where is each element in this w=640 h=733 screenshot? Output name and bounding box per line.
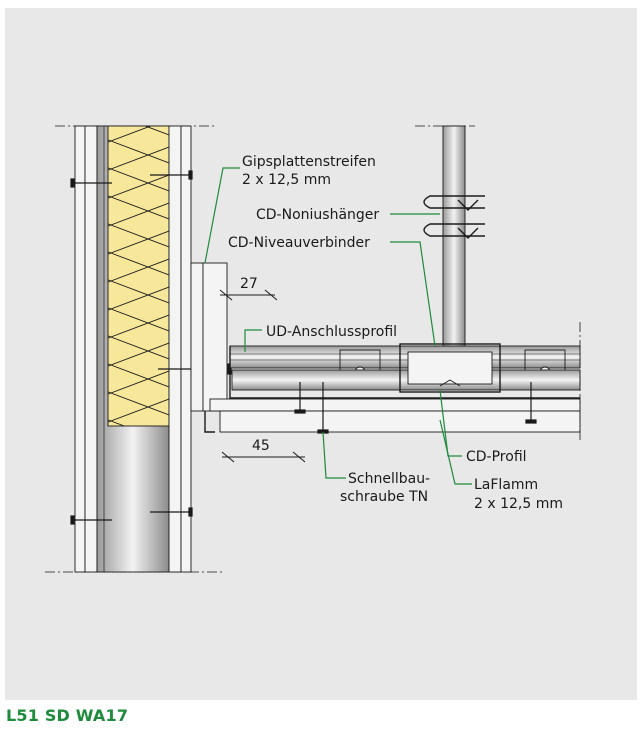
label-schnell-1: Schnellbau-	[348, 471, 430, 487]
drawing-code: L51 SD WA17	[6, 706, 129, 725]
label-gipsstreifen-2: 2 x 12,5 mm	[242, 172, 331, 188]
leader-lines	[204, 167, 472, 485]
label-niveau: CD-Niveauverbinder	[228, 235, 370, 251]
label-laflamm-2: 2 x 12,5 mm	[474, 496, 563, 512]
label-schnell-2: schraube TN	[340, 489, 428, 505]
label-dim27: 27	[240, 276, 258, 292]
label-dim45: 45	[252, 438, 270, 454]
label-ud: UD-Anschlussprofil	[266, 324, 397, 340]
wall-section	[45, 125, 232, 573]
label-laflamm-1: LaFlamm	[474, 477, 538, 493]
label-gipsstreifen-1: Gipsplattenstreifen	[242, 154, 376, 170]
label-nonius: CD-Noniushänger	[256, 207, 379, 223]
dimensions	[219, 289, 306, 463]
label-cdprofil: CD-Profil	[466, 449, 527, 465]
ceiling-section	[209, 125, 581, 440]
